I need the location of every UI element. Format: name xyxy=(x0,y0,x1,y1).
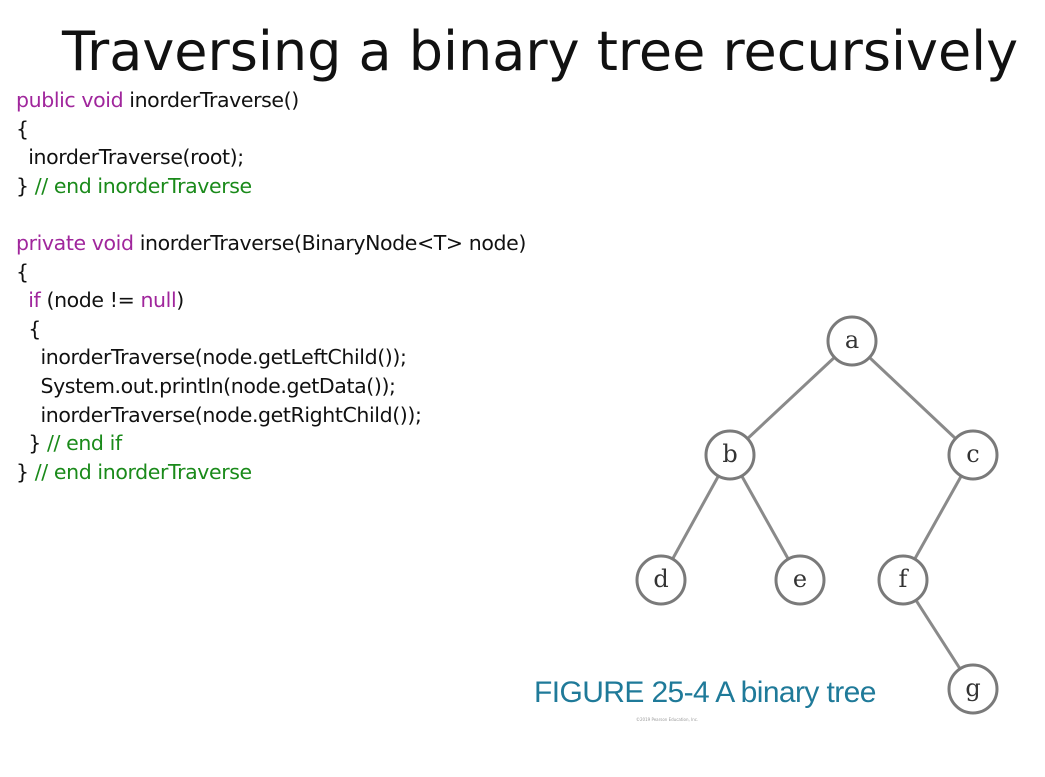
code-text: System.out.println(node.getData()); xyxy=(16,373,396,398)
code-line: inorderTraverse(node.getRightChild()); xyxy=(16,401,526,430)
code-line: { xyxy=(16,315,526,344)
tree-node-label: a xyxy=(845,326,859,354)
tree-node-d: d xyxy=(635,554,687,606)
code-line: { xyxy=(16,258,526,287)
tree-node-circle xyxy=(704,429,756,481)
tree-node-circle xyxy=(877,554,929,606)
code-text: inorderTraverse(node.getRightChild()); xyxy=(16,402,422,427)
code-line: System.out.println(node.getData()); xyxy=(16,372,526,401)
code-keyword: private void xyxy=(16,230,140,255)
tree-node-label: f xyxy=(899,565,910,593)
code-text: (node != xyxy=(40,288,141,313)
code-keyword: if xyxy=(28,288,41,313)
copyright-note: ©2019 Pearson Education, Inc. xyxy=(636,717,699,722)
code-text: inorderTraverse(BinaryNode<T> node) xyxy=(139,230,527,255)
figure-caption: FIGURE 25-4 A binary tree xyxy=(534,676,876,709)
code-text: { xyxy=(16,116,29,141)
code-line: } // end inorderTraverse xyxy=(16,172,526,201)
code-text: { xyxy=(16,316,41,341)
code-line: private void inorderTraverse(BinaryNode<… xyxy=(16,229,526,258)
code-text: { xyxy=(16,259,29,284)
code-line: inorderTraverse(node.getLeftChild()); xyxy=(16,343,526,372)
code-keyword: null xyxy=(140,288,177,313)
code-line: if (node != null) xyxy=(16,286,526,315)
tree-edge-a-b xyxy=(728,339,854,457)
tree-node-label: c xyxy=(966,440,979,468)
code-text: inorderTraverse() xyxy=(129,88,299,112)
tree-node-circle xyxy=(826,315,878,367)
code-line: public void inorderTraverse() xyxy=(16,86,526,115)
code-text: ) xyxy=(176,288,184,313)
code-comment: // end if xyxy=(47,431,122,456)
tree-node-label: e xyxy=(793,565,807,593)
code-text: } xyxy=(16,431,47,456)
code-line: } // end if xyxy=(16,429,526,458)
tree-node-circle xyxy=(947,663,999,715)
code-line: { xyxy=(16,115,526,144)
code-keyword: public void xyxy=(16,88,130,112)
slide-title: Traversing a binary tree recursively xyxy=(62,20,1019,83)
code-line: inorderTraverse(root); xyxy=(16,143,526,172)
tree-node-e: e xyxy=(774,554,826,606)
tree-node-circle xyxy=(774,554,826,606)
tree-node-c: c xyxy=(947,429,999,481)
tree-node-f: f xyxy=(877,554,929,606)
tree-node-circle xyxy=(947,429,999,481)
code-block: public void inorderTraverse(){ inorderTr… xyxy=(16,86,526,486)
tree-edge-a-c xyxy=(850,339,975,457)
code-text: } xyxy=(16,173,35,198)
tree-node-label: b xyxy=(722,440,737,468)
tree-node-label: g xyxy=(965,674,980,702)
code-comment: // end inorderTraverse xyxy=(34,459,252,484)
code-text: inorderTraverse(node.getLeftChild()); xyxy=(16,345,407,370)
tree-node-circle xyxy=(635,554,687,606)
code-text: inorderTraverse(root); xyxy=(16,145,244,170)
code-comment: // end inorderTraverse xyxy=(34,173,252,198)
tree-node-a: a xyxy=(826,315,878,367)
tree-node-b: b xyxy=(704,429,756,481)
tree-node-g: g xyxy=(947,663,999,715)
code-line: } // end inorderTraverse xyxy=(16,458,526,487)
tree-node-label: d xyxy=(653,565,668,593)
code-text: } xyxy=(16,459,35,484)
